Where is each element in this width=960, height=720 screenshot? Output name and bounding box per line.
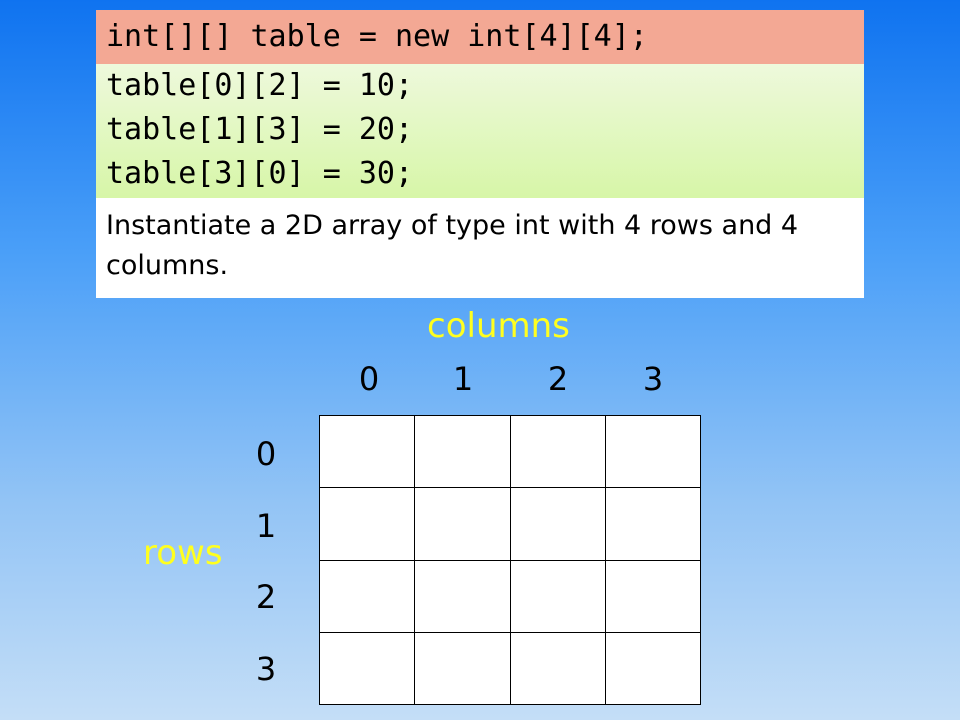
code-line-3: table[3][0] = 30; <box>106 156 414 191</box>
grid-cell-3-3 <box>605 632 700 704</box>
grid-cell-0-0 <box>320 416 415 488</box>
grid-cell-2-1 <box>415 560 510 632</box>
code-block: int[][] table = new int[4][4]; table[0][… <box>96 10 864 202</box>
column-index-2: 2 <box>547 360 569 398</box>
column-index-3: 3 <box>642 360 664 398</box>
grid-cell-0-1 <box>415 416 510 488</box>
column-index-1: 1 <box>452 360 474 398</box>
row-index-0: 0 <box>255 435 277 473</box>
grid-cell-3-2 <box>510 632 605 704</box>
grid-cell-3-0 <box>320 632 415 704</box>
code-assignments: table[0][2] = 10; table[1][3] = 20; tabl… <box>96 64 864 202</box>
grid-cell-0-2 <box>510 416 605 488</box>
grid-cell-2-0 <box>320 560 415 632</box>
grid-cell-3-1 <box>415 632 510 704</box>
grid-cell-1-3 <box>605 488 700 560</box>
column-index-0: 0 <box>358 360 380 398</box>
grid-cell-2-3 <box>605 560 700 632</box>
grid-cell-1-0 <box>320 488 415 560</box>
grid-cell-0-3 <box>605 416 700 488</box>
grid-cell-1-1 <box>415 488 510 560</box>
grid-cell-2-2 <box>510 560 605 632</box>
rows-label: rows <box>143 533 223 573</box>
row-index-1: 1 <box>255 507 277 545</box>
grid-cell-1-2 <box>510 488 605 560</box>
columns-label: columns <box>427 306 570 346</box>
code-line-1: table[0][2] = 10; <box>106 68 414 103</box>
row-index-2: 2 <box>255 578 277 616</box>
code-declaration-line: int[][] table = new int[4][4]; <box>96 10 864 64</box>
array-grid <box>319 415 701 705</box>
row-index-3: 3 <box>255 650 277 688</box>
explanation-text: Instantiate a 2D array of type int with … <box>96 198 864 298</box>
code-line-2: table[1][3] = 20; <box>106 112 414 147</box>
